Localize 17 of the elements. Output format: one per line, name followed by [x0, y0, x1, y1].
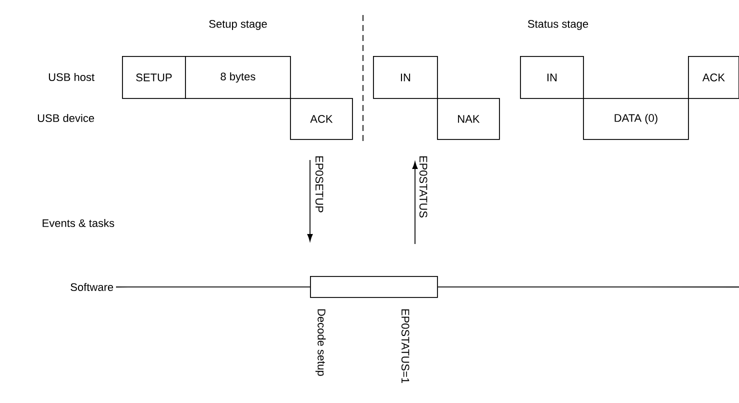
stage-heading: Setup stage [209, 20, 267, 30]
row-label: Software [70, 282, 114, 292]
packet-box: IN [520, 56, 584, 99]
row-label: USB host [48, 72, 94, 82]
timeline-line [437, 286, 739, 288]
task-box [310, 276, 438, 298]
packet-box: IN [373, 56, 438, 99]
packet-box: 8 bytes [185, 56, 291, 99]
vertical-label: EP0STATUS=1 [401, 309, 410, 383]
row-label: Events & tasks [42, 218, 114, 228]
packet-box: DATA (0) [583, 98, 689, 140]
row-label: USB device [38, 114, 94, 122]
timeline-line [116, 286, 310, 288]
packet-box: NAK [437, 98, 500, 140]
packet-box: ACK [688, 56, 739, 99]
packet-box: SETUP [122, 56, 186, 99]
packet-box: ACK [290, 98, 353, 140]
